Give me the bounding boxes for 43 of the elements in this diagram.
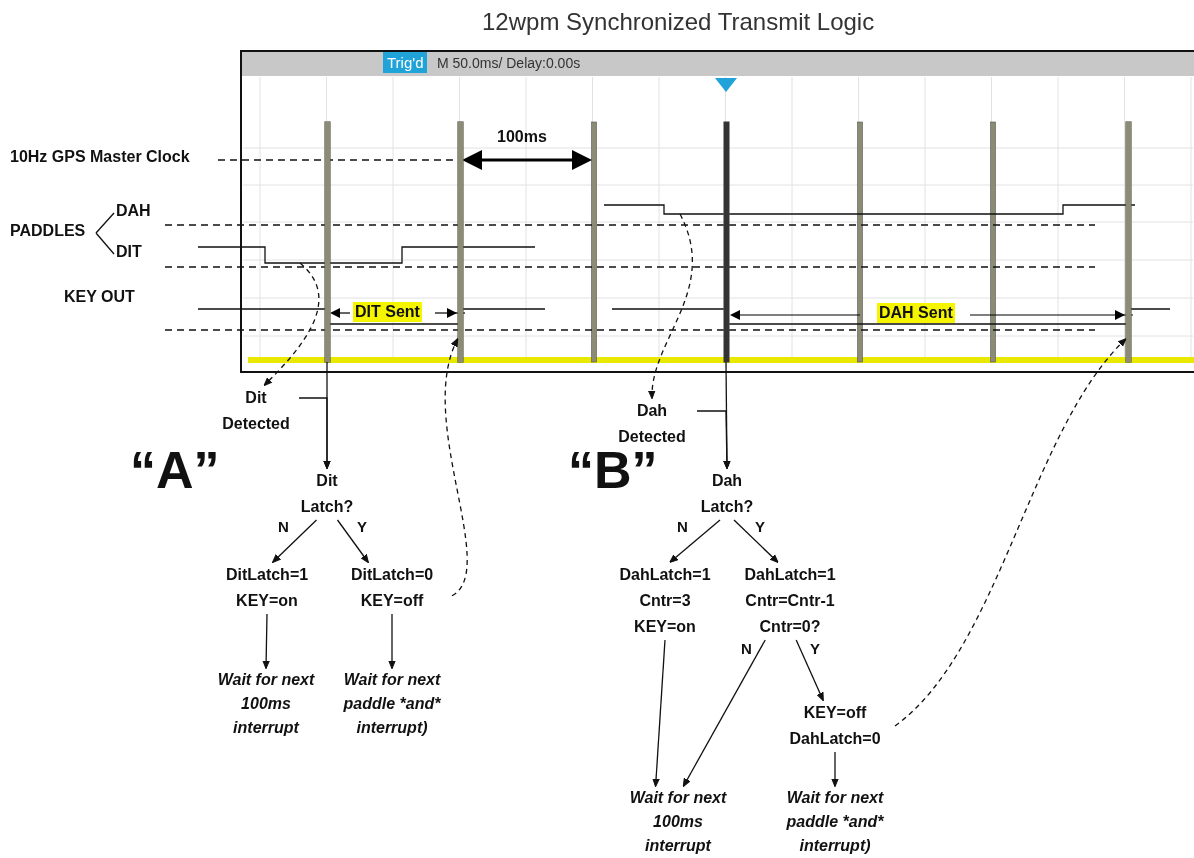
signal-label: KEY OUT [64,288,135,306]
signal-label: DAH [116,202,151,220]
arrow [733,519,779,564]
dah-trace [603,204,1136,215]
dashed-arrow [894,338,1127,727]
flow-step-text: Dit Detected [213,385,299,437]
arrow [388,613,396,670]
arrow [682,639,766,788]
status-badge: Trig'd [383,52,428,73]
clock-pulse [324,122,330,362]
signal-label: DIT [116,243,142,261]
flow-step-text: KEY=off DahLatch=0 [775,700,895,752]
decision-text: Dit Latch? [292,468,362,520]
dashed-arrow [444,337,468,597]
arrow [336,519,369,564]
clock-pulse [1125,122,1131,362]
arrow [652,639,666,788]
diagram-title: 12wpm Synchronized Transmit Logic [482,8,875,36]
scope-setting-text: M 50.0ms/ Delay:0.00s [437,55,581,71]
clock-pulse [457,122,463,362]
status-label: DIT Sent [353,302,422,322]
wait-step-text: Wait for next 100ms interrupt [210,668,322,740]
section-label: “A” [130,440,220,500]
dashed-arrow [263,262,320,387]
arrow [795,639,824,702]
flow-step-text: DitLatch=1 KEY=on [207,562,327,614]
wait-step-text: Wait for next 100ms interrupt [622,786,734,858]
clock-pulse [723,122,729,362]
arrow [271,519,318,564]
arrow [696,410,731,470]
arrow [669,519,721,563]
flow-step-text: DahLatch=1 Cntr=Cntr-1 Cntr=0? [728,562,852,640]
status-label: DAH Sent [877,303,955,323]
decision-text: Dah Latch? [692,468,762,520]
flow-step-text: DahLatch=1 Cntr=3 KEY=on [612,562,718,640]
flow-step-text: DitLatch=0 KEY=off [332,562,452,614]
arrow [831,751,839,788]
dit-trace [197,246,536,264]
wait-step-text: Wait for next paddle *and* interrupt) [330,668,454,740]
dimension-label: 100ms [497,128,547,146]
signal-label: PADDLES [10,222,86,240]
signal-label: 10Hz GPS Master Clock [10,148,190,166]
wait-step-text: Wait for next paddle *and* interrupt) [770,786,900,858]
